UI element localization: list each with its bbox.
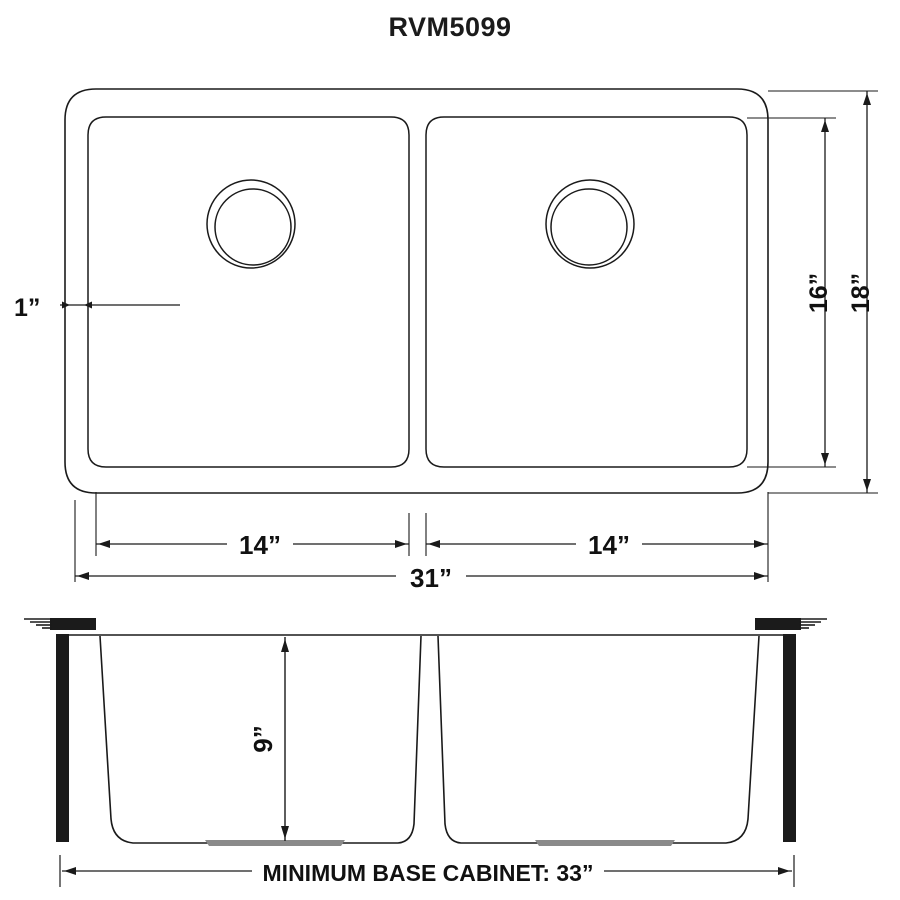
cross-section-view: 9” MINIMUM BASE CABINET: 33” bbox=[24, 618, 827, 887]
dimension-label-overall-depth: 18” bbox=[847, 273, 875, 313]
dimension-label-bowl-depth: 9” bbox=[248, 725, 278, 752]
dimension-base-cabinet: MINIMUM BASE CABINET: 33” bbox=[59, 855, 795, 887]
right-bowl-section bbox=[437, 635, 760, 844]
right-bowl-outline bbox=[425, 116, 748, 468]
left-bowl-drain-strip bbox=[205, 840, 345, 846]
left-cabinet-wall bbox=[56, 634, 69, 842]
dimension-bowl-depth: 9” bbox=[248, 637, 289, 841]
dimension-label-inner-depth: 16” bbox=[805, 273, 833, 313]
left-drain-inner-ring bbox=[214, 188, 292, 266]
dimension-label-right-bowl-width: 14” bbox=[588, 530, 630, 560]
dimension-left-bowl-width: 14” bbox=[96, 530, 409, 560]
right-bowl-drain-strip bbox=[535, 840, 675, 846]
dimension-rim-width: 1” bbox=[14, 294, 180, 322]
right-countertop-edge bbox=[755, 618, 827, 630]
top-view: 1” 16” 18” bbox=[14, 88, 878, 593]
dimension-inner-depth: 16” bbox=[747, 117, 836, 468]
dimension-label-rim-width: 1” bbox=[14, 294, 40, 322]
left-countertop-edge bbox=[24, 618, 96, 630]
dimension-label-overall-width: 31” bbox=[410, 563, 452, 593]
dimension-overall-width: 31” bbox=[75, 563, 768, 593]
dimension-label-left-bowl-width: 14” bbox=[239, 530, 281, 560]
dimension-right-bowl-width: 14” bbox=[426, 530, 768, 560]
left-bowl-outline bbox=[87, 116, 410, 468]
right-cabinet-wall bbox=[783, 634, 796, 842]
right-drain-inner-ring bbox=[550, 188, 628, 266]
dimension-overall-depth: 18” bbox=[768, 90, 878, 494]
dimension-label-base-cabinet: MINIMUM BASE CABINET: 33” bbox=[263, 860, 594, 886]
page-title: RVM5099 bbox=[388, 12, 512, 42]
